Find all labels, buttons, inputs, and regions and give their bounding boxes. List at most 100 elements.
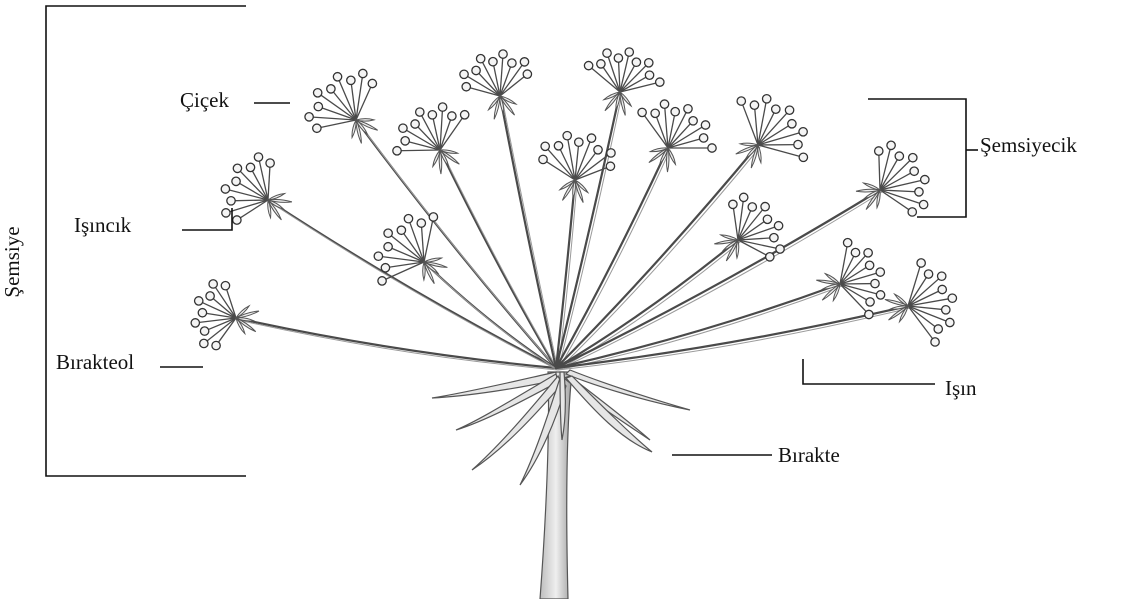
flower [876, 268, 884, 276]
umbellet [584, 48, 664, 116]
pedicel [620, 82, 660, 92]
flower [774, 222, 782, 230]
flower [865, 310, 873, 318]
flower [739, 193, 747, 201]
flower [864, 249, 872, 257]
flower [651, 109, 659, 117]
ray-shade [270, 202, 558, 370]
umbel-bracket [46, 6, 246, 476]
flower [233, 164, 241, 172]
pedicel [493, 62, 500, 96]
flower [198, 309, 206, 317]
flower [359, 69, 367, 77]
flower [770, 234, 778, 242]
flower [788, 120, 796, 128]
flower [575, 138, 583, 146]
flower [200, 339, 208, 347]
flower [938, 285, 946, 293]
flower [921, 175, 929, 183]
flower [917, 259, 925, 267]
flower [785, 106, 793, 114]
flower [645, 59, 653, 67]
flower [254, 153, 262, 161]
flower [910, 167, 918, 175]
bracteole [721, 235, 738, 240]
bracteole [424, 258, 442, 262]
flower [909, 154, 917, 162]
umbellet [816, 239, 884, 319]
flower [799, 128, 807, 136]
flower [931, 338, 939, 346]
flower [946, 318, 954, 326]
flower [508, 59, 516, 67]
flower [472, 66, 480, 74]
bracteole [268, 193, 285, 200]
flower [333, 73, 341, 81]
flower [594, 146, 602, 154]
flower [689, 117, 697, 125]
flower [919, 200, 927, 208]
ray-shade [426, 264, 558, 370]
flower [762, 95, 770, 103]
flower [908, 208, 916, 216]
flower [499, 50, 507, 58]
flower [448, 112, 456, 120]
flower [887, 141, 895, 149]
umbellet [885, 259, 957, 346]
flower [942, 306, 950, 314]
pedicel [317, 120, 356, 128]
flower [948, 294, 956, 302]
flower [368, 79, 376, 87]
flower [417, 219, 425, 227]
umbellet [305, 69, 378, 143]
flower [428, 111, 436, 119]
flower [462, 83, 470, 91]
flower [378, 277, 386, 285]
flower [843, 239, 851, 247]
flower [399, 124, 407, 132]
flower [866, 298, 874, 306]
flower [195, 297, 203, 305]
flower [875, 147, 883, 155]
flower [851, 248, 859, 256]
umbellet [460, 50, 532, 119]
flower [221, 281, 229, 289]
flower [915, 188, 923, 196]
pedicel [758, 99, 767, 145]
pedicel [738, 240, 770, 257]
flower [684, 105, 692, 113]
pedicel [268, 163, 270, 200]
umbellet [191, 280, 259, 350]
flower [411, 120, 419, 128]
pedicel-label: Işıncık [74, 213, 131, 237]
flower [384, 229, 392, 237]
flower [476, 55, 484, 63]
flower [708, 144, 716, 152]
umbellet-label: Şemsiyecik [980, 133, 1077, 157]
flower [212, 341, 220, 349]
flower [460, 111, 468, 119]
bracteole [758, 145, 761, 163]
flower [934, 325, 942, 333]
flower [489, 58, 497, 66]
umbel-label: Şemsiye [0, 232, 24, 292]
ray [500, 96, 556, 368]
flower [233, 216, 241, 224]
pedicel [237, 200, 268, 220]
flower [314, 102, 322, 110]
ray-leader [803, 359, 935, 384]
flower [766, 253, 774, 261]
pedicel [879, 151, 880, 190]
flower [737, 97, 745, 105]
flower [327, 85, 335, 93]
flower [404, 214, 412, 222]
bracteole [352, 120, 356, 138]
pedicel [840, 243, 848, 284]
flower [541, 142, 549, 150]
umbellet [856, 141, 929, 216]
flower [606, 162, 614, 170]
flower [266, 159, 274, 167]
flower [429, 213, 437, 221]
pedicel [880, 190, 912, 212]
